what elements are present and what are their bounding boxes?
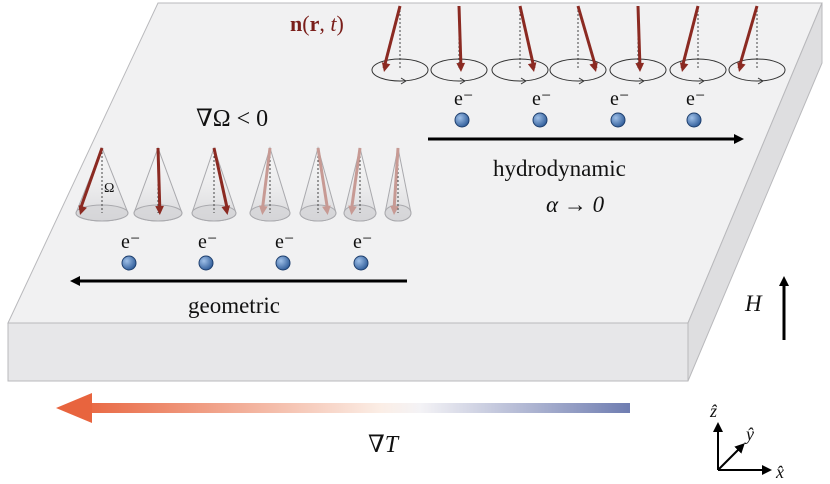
spin-hydrodynamic <box>549 5 607 85</box>
field-label-n: n <box>290 11 302 36</box>
field-label: n(r, t) <box>290 11 344 36</box>
field-H-label: H <box>744 291 763 316</box>
hydrodynamic-label: hydrodynamic <box>493 156 626 181</box>
axis-y-label: ŷ <box>744 424 754 444</box>
spin-hydrodynamic <box>371 5 429 85</box>
spin-geometric-cone <box>299 146 337 222</box>
electron: e⁻ <box>686 88 705 128</box>
slab <box>7 2 823 382</box>
slab-front-face <box>7 322 689 382</box>
geometric-label: geometric <box>188 293 280 318</box>
spin-geometric-cone <box>133 146 183 222</box>
slab-top-face <box>7 2 823 324</box>
axis-x-label: x̂ <box>775 462 784 482</box>
hydrodynamic-spin-row <box>371 5 786 85</box>
spin-geometric-cone <box>343 147 377 222</box>
spin-geometric-cone <box>249 146 291 222</box>
electron-label: e⁻ <box>532 88 551 110</box>
electron: e⁻ <box>198 231 217 271</box>
spin-geometric-cone <box>191 146 237 222</box>
spin-hydrodynamic <box>728 5 786 85</box>
geometric-spin-row: Ω <box>75 146 412 222</box>
grad-omega-label: ∇Ω < 0 <box>196 106 268 132</box>
electron: e⁻ <box>454 88 473 128</box>
electron-label: e⁻ <box>686 88 705 110</box>
omega-label: Ω <box>104 181 114 196</box>
electron: e⁻ <box>353 231 372 271</box>
slab-side-face <box>687 2 823 382</box>
electron: e⁻ <box>532 88 551 128</box>
field-label-r: r <box>310 11 320 36</box>
electron-label: e⁻ <box>454 88 473 110</box>
electron-label: e⁻ <box>198 231 217 253</box>
electron: e⁻ <box>275 231 294 271</box>
spin-hydrodynamic <box>430 5 488 85</box>
spin-hydrodynamic <box>491 5 549 85</box>
electron-label: e⁻ <box>121 231 140 253</box>
electron: e⁻ <box>610 88 629 128</box>
electron-label: e⁻ <box>353 231 372 253</box>
spin-geometric-cone: Ω <box>75 146 129 222</box>
electron-group: e⁻ e⁻ e⁻ e⁻ e⁻ e⁻ e⁻ e⁻ <box>121 88 705 271</box>
field-label-t: t <box>330 11 337 36</box>
grad-T-label: ∇T <box>368 432 400 458</box>
axis-z-label: ẑ <box>709 401 718 421</box>
electron: e⁻ <box>121 231 140 271</box>
electron-label: e⁻ <box>275 231 294 253</box>
spin-hydrodynamic <box>609 5 667 85</box>
electron-label: e⁻ <box>610 88 629 110</box>
spin-hydrodynamic <box>669 5 727 85</box>
spin-geometric-cone <box>384 147 412 222</box>
coordinate-axes <box>713 422 772 475</box>
alpha-limit-label: α → 0 <box>546 192 605 217</box>
temperature-gradient-arrow <box>56 393 630 423</box>
